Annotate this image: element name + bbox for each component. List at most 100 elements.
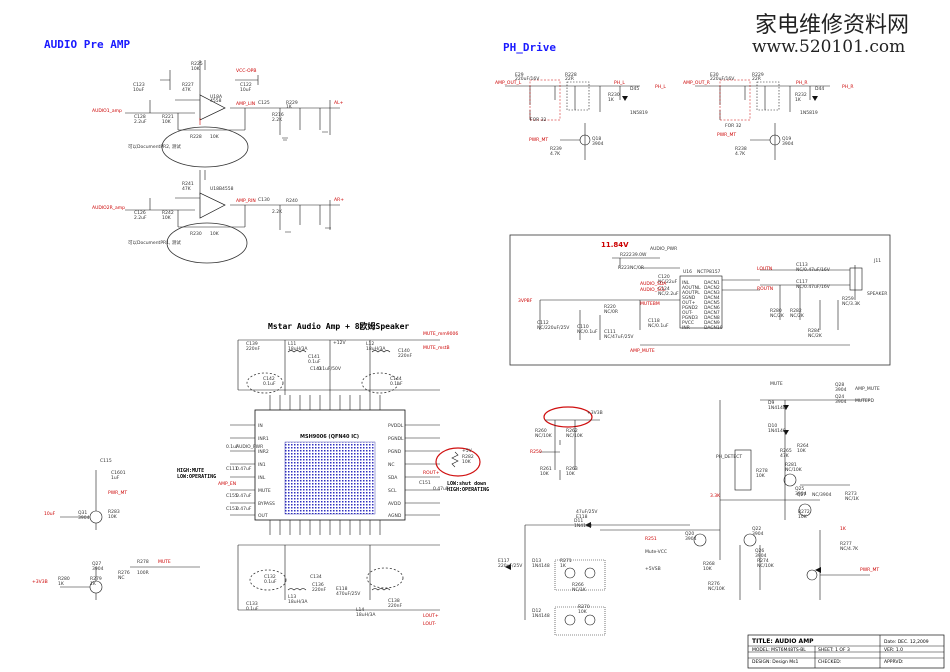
schematic-label: 3904 — [752, 531, 764, 537]
schematic-label: MUTE — [770, 381, 783, 387]
schematic-label: 可以DocumentPR1, 测试 — [128, 239, 181, 246]
schematic-label: PWR_MT — [108, 490, 127, 496]
schematic-label: 1N4148 — [768, 405, 786, 411]
schematic-label: 18uH/3A — [366, 346, 386, 352]
schematic-label: C126 — [134, 210, 146, 216]
section-title-ph-drive: PH_Drive — [503, 41, 556, 54]
schematic-label: +3V3B — [32, 579, 48, 585]
schematic-label: 1K — [840, 526, 847, 532]
schematic-label: C110 — [577, 324, 589, 330]
schematic-label: R266 — [572, 582, 584, 588]
schematic-label: 3904 — [835, 399, 847, 405]
schematic-label: 1N4148 — [768, 428, 786, 434]
schematic-label: 2.2uF — [134, 119, 147, 125]
schematic-label: 220uF/16V — [710, 76, 735, 82]
schematic-label: U18A — [210, 94, 223, 100]
schematic-label: R277 — [840, 541, 852, 547]
schematic-label: 0.1uF — [390, 381, 403, 387]
schematic-label: OUT — [258, 513, 268, 519]
schematic-label: AOUTPL — [682, 290, 700, 296]
schematic-label: PGND2 — [682, 305, 698, 311]
schematic-label: DACN3 — [704, 290, 720, 296]
schematic-label: C111 — [226, 466, 238, 472]
schematic-label: R280 — [770, 308, 782, 314]
schematic-label: 0.47uF — [236, 506, 252, 512]
schematic-label: ROUTN — [757, 286, 773, 292]
schematic-label: R251 — [645, 536, 657, 542]
schematic-label: PH_R — [796, 80, 807, 86]
schematic-label: HIGH:MUTE — [177, 468, 204, 474]
schematic-label: C140 — [398, 348, 410, 354]
schematic-label: Q20 — [685, 531, 694, 537]
schematic-label: 10K — [566, 471, 576, 477]
schematic-label: PGND — [388, 449, 402, 455]
op-amp-u18a-icon — [199, 94, 226, 121]
schematic-label: 10K — [162, 215, 172, 221]
schematic-label: APPRVD: — [884, 659, 903, 665]
schematic-label: 2.2K — [272, 209, 283, 215]
schematic-label: R281 — [785, 462, 797, 468]
schematic-label: INR1 — [258, 436, 269, 442]
schematic-label: Mute-VCC — [645, 549, 667, 555]
schematic-label: R259 — [842, 296, 854, 302]
schematic-label: NC/0.1uF — [577, 329, 598, 335]
schematic-label: DACN4 — [704, 295, 720, 301]
cap-highlight-3 — [249, 569, 287, 591]
schematic-label: DACN9 — [704, 320, 720, 326]
schematic-label: 3904 — [685, 536, 697, 542]
schematic-label: R279 — [90, 576, 102, 582]
schematic-label: 1uF — [111, 475, 120, 481]
schematic-label: PGND3 — [682, 315, 698, 321]
relay-k1 — [734, 449, 752, 491]
schematic-label: PH_L — [655, 84, 666, 90]
schematic-label: R260 — [535, 428, 547, 434]
schematic-label: MSH9006 (QFN40 IC) — [300, 434, 359, 440]
watermark-url: www.520101.com — [752, 37, 905, 57]
schematic-label: AR+ — [334, 197, 344, 203]
schematic-label: 1N5819 — [800, 110, 818, 116]
schematic-label: NC/1K — [572, 587, 587, 593]
schematic-label: 10K — [798, 514, 808, 520]
schematic-label: PGNDL — [388, 436, 404, 442]
schematic-label: AMP_RIN — [236, 198, 256, 204]
schematic-label: AMP_EN — [218, 481, 236, 487]
op-amp-u18b-icon — [199, 192, 226, 219]
schematic-label: PWR_MT — [717, 132, 736, 138]
schematic-label: NC/0.1uF — [648, 323, 669, 329]
schematic-label: 220nF — [246, 346, 260, 352]
schematic-label: 10K — [162, 119, 172, 125]
schematic-label: C115 — [100, 458, 112, 464]
schematic-label: AMP_MUTE — [855, 386, 880, 392]
schematic-label: AMP_OUT_L — [495, 80, 522, 86]
schematic-label: CHECKED: — [818, 659, 841, 665]
schematic-label: 47K — [182, 186, 192, 192]
schematic-label: AMP_OUT_R — [683, 80, 710, 86]
schematic-label: Date: DEC. 12,2009 — [884, 639, 929, 645]
schematic-label: C155 — [226, 493, 238, 499]
schematic-label: NC/2K — [770, 313, 785, 319]
schematic-label: NC — [388, 462, 395, 468]
schematic-label: R276 — [118, 570, 130, 576]
watermark-cn: 家电维修资料网 — [755, 13, 909, 38]
schematic-label: 1N4148 — [532, 613, 550, 619]
schematic-label: 3904 — [755, 553, 767, 559]
schematic-label: D11 — [574, 518, 583, 524]
ic-exposed-pad — [284, 441, 376, 515]
schematic-label: 3904 — [92, 566, 104, 572]
schematic-label: MUTE — [158, 559, 171, 565]
speaker-connector-j11 — [849, 267, 863, 291]
schematic-label: DESIGN: Design Ms1 — [752, 659, 798, 665]
schematic-label: 3904 — [592, 141, 604, 147]
msh9006-pins-right: PVDDL PGNDL PGND NC SDA SCL AVDD AGND — [388, 423, 404, 519]
schematic-label: 10uF — [133, 87, 145, 93]
schematic-label: AUDIO_PWR — [236, 444, 263, 450]
schematic-label: D9 — [768, 400, 774, 406]
schematic-label: 1K — [608, 97, 615, 103]
schematic-label: LOUT+ — [423, 613, 439, 619]
schematic-label: 3904 — [78, 515, 90, 521]
schematic-label: NC/3.3K — [842, 301, 861, 307]
schematic-label: ROUT+ — [423, 470, 440, 476]
schematic-label: PVCC — [682, 320, 694, 326]
schematic-label: C113 — [796, 262, 808, 268]
